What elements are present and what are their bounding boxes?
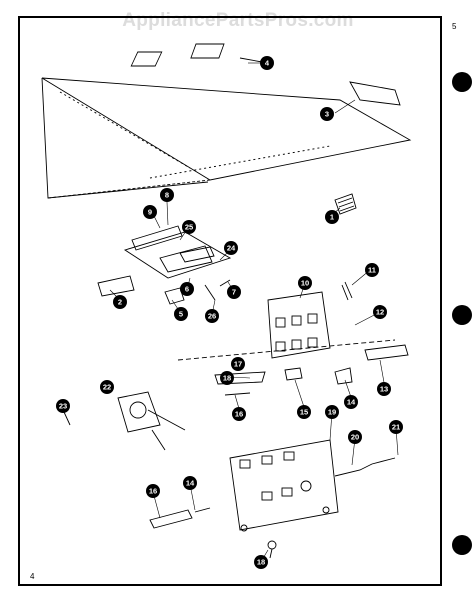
terminal-screw (63, 411, 71, 426)
punch-hole-icon (452, 535, 472, 555)
watermark: AppliancePartsPros.com (122, 10, 354, 31)
mounting-plate-assembly (97, 225, 232, 305)
callout-23: 23 (56, 399, 70, 413)
svg-text:7: 7 (232, 288, 236, 297)
callout-21: 21 (389, 420, 403, 434)
callout-14-lower: 14 (183, 476, 197, 490)
callout-18-upper: 18 (220, 371, 234, 385)
callout-13: 13 (377, 382, 391, 396)
callout-17: 17 (231, 357, 245, 371)
callout-15: 15 (297, 405, 311, 419)
callout-4: 4 (260, 56, 274, 70)
grille (334, 193, 357, 215)
callout-markers: 4 3 1 8 9 25 24 2 6 7 5 26 10 11 12 17 1… (56, 56, 403, 569)
svg-text:14: 14 (186, 479, 195, 488)
svg-text:14: 14 (347, 398, 356, 407)
relay-panel (267, 291, 331, 359)
callout-5: 5 (174, 307, 188, 321)
fuse-holder-lower (149, 507, 211, 529)
svg-text:18: 18 (257, 558, 265, 567)
callout-3: 3 (320, 107, 334, 121)
svg-text:22: 22 (103, 383, 111, 392)
svg-text:19: 19 (328, 408, 336, 417)
punch-hole-icon (452, 72, 472, 92)
mounting-screw (267, 540, 277, 559)
callout-10: 10 (298, 276, 312, 290)
corner-mark: 5 (452, 22, 457, 31)
svg-text:1: 1 (330, 213, 334, 222)
motor-assembly (117, 391, 186, 451)
svg-text:11: 11 (368, 266, 376, 275)
callout-19: 19 (325, 405, 339, 419)
punch-hole-icon (452, 305, 472, 325)
svg-text:6: 6 (185, 285, 189, 294)
mounting-strip (177, 339, 409, 396)
corner-bracket (349, 81, 401, 106)
svg-text:21: 21 (392, 423, 400, 432)
control-board (229, 439, 396, 532)
callout-1: 1 (325, 210, 339, 224)
svg-text:4: 4 (265, 59, 270, 68)
svg-text:10: 10 (301, 279, 309, 288)
callout-14-upper: 14 (344, 395, 358, 409)
callout-12: 12 (373, 305, 387, 319)
svg-text:17: 17 (234, 360, 242, 369)
svg-text:15: 15 (300, 408, 308, 417)
svg-text:23: 23 (59, 402, 67, 411)
cover-panel (41, 77, 412, 199)
svg-text:18: 18 (223, 374, 231, 383)
callout-7: 7 (227, 285, 241, 299)
svg-text:26: 26 (208, 312, 216, 321)
callout-22: 22 (100, 380, 114, 394)
svg-text:16: 16 (235, 410, 243, 419)
callout-8: 8 (160, 188, 174, 202)
diagram-frame (18, 16, 442, 586)
svg-text:8: 8 (165, 191, 169, 200)
callout-16-upper: 16 (232, 407, 246, 421)
label-tags (130, 43, 263, 67)
svg-text:20: 20 (351, 433, 359, 442)
svg-text:5: 5 (179, 310, 183, 319)
svg-text:16: 16 (149, 487, 157, 496)
svg-text:9: 9 (148, 208, 152, 217)
callout-11: 11 (365, 263, 379, 277)
callout-6: 6 (180, 282, 194, 296)
callout-20: 20 (348, 430, 362, 444)
callout-18-lower: 18 (254, 555, 268, 569)
svg-text:13: 13 (380, 385, 388, 394)
callout-16-lower: 16 (146, 484, 160, 498)
svg-text:3: 3 (325, 110, 329, 119)
svg-text:2: 2 (118, 298, 122, 307)
svg-text:24: 24 (227, 244, 236, 253)
callout-2: 2 (113, 295, 127, 309)
svg-text:25: 25 (185, 223, 193, 232)
fuse (341, 281, 353, 301)
callout-25: 25 (182, 220, 196, 234)
svg-text:12: 12 (376, 308, 384, 317)
callout-24: 24 (224, 241, 238, 255)
callout-26: 26 (205, 309, 219, 323)
page-number: 4 (30, 572, 35, 581)
callout-9: 9 (143, 205, 157, 219)
